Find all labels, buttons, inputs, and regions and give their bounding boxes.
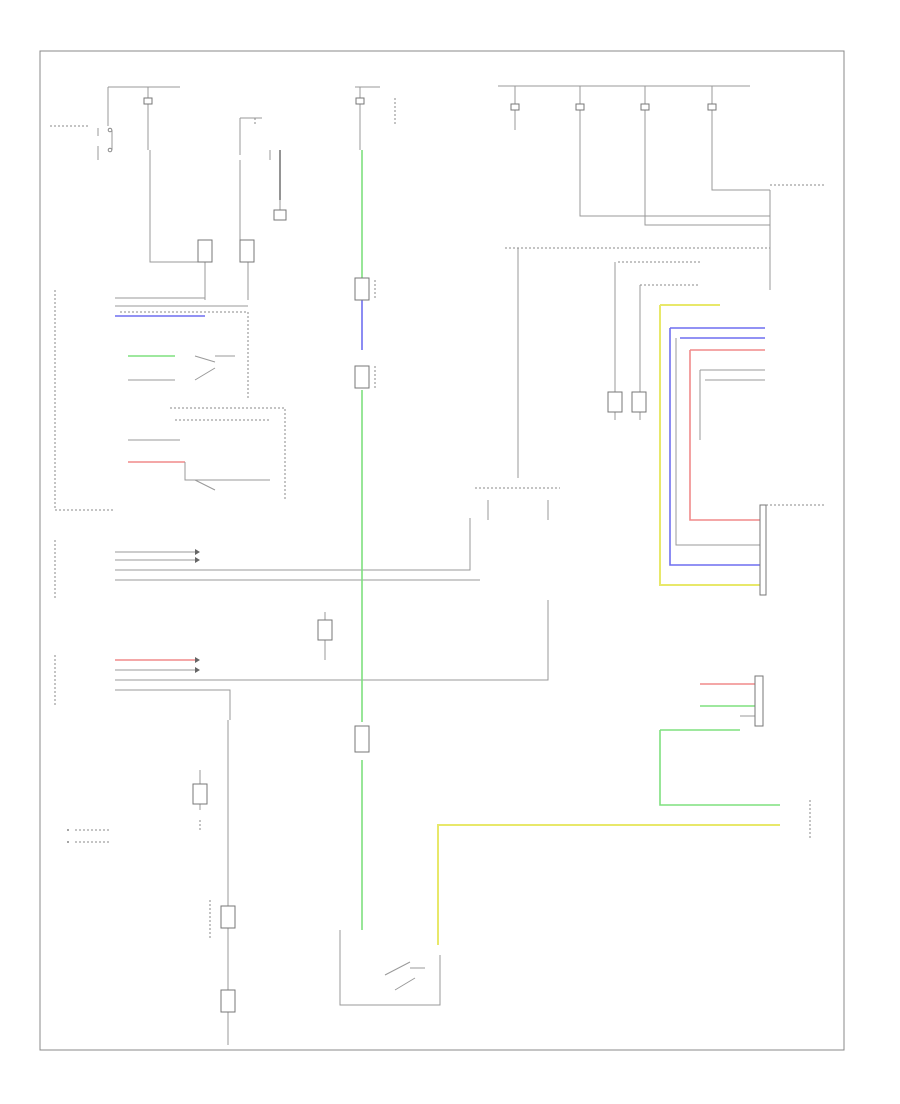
right-lower-connector xyxy=(659,675,811,840)
rear-switch-lower xyxy=(54,600,549,720)
rear-switch-upper xyxy=(54,518,480,600)
left-motor-610 xyxy=(317,612,333,660)
fuse-group-left xyxy=(107,86,396,150)
bottom-neutral-switch xyxy=(339,824,780,1006)
lower-left-chain xyxy=(192,720,236,1045)
left-top-switch xyxy=(50,125,113,160)
master-switch-block xyxy=(54,290,286,511)
left-vertical-wires xyxy=(149,117,287,300)
center-bus xyxy=(475,247,770,520)
right-ecu-connector xyxy=(607,184,825,420)
colored-bundle xyxy=(659,305,825,596)
diagram-border xyxy=(39,50,845,1051)
legend xyxy=(67,829,110,843)
center-green-circuit xyxy=(354,150,376,930)
fuse-group-right xyxy=(498,85,770,226)
